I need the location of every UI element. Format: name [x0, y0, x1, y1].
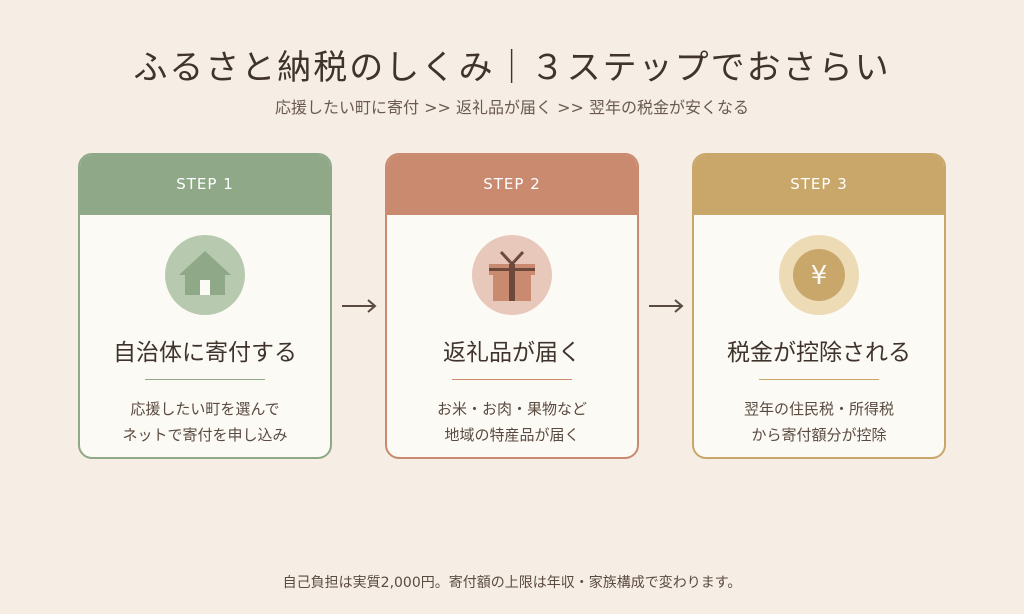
step-1-divider — [145, 379, 265, 380]
step-2-description: お米・お肉・果物など 地域の特産品が届く — [387, 396, 637, 448]
step-2-card: STEP 2 返礼品が届く お米・お肉・果物など 地域の特産品が届く — [385, 153, 639, 459]
step-2-desc-line-2: 地域の特産品が届く — [444, 426, 580, 444]
page-subtitle: 応援したい町に寄付 >> 返礼品が届く >> 翌年の税金が安くなる — [275, 98, 749, 117]
step-2-desc-line-1: お米・お肉・果物など — [436, 400, 587, 418]
house-icon — [165, 235, 245, 315]
yen-coin-icon: ¥ — [779, 235, 859, 315]
step-2-label: STEP 2 — [387, 155, 637, 215]
step-3-divider — [759, 379, 879, 380]
step-2-divider — [452, 379, 572, 380]
step-1-description: 応援したい町を選んで ネットで寄付を申し込み — [80, 396, 330, 448]
step-3-desc-line-1: 翌年の住民税・所得税 — [743, 400, 894, 418]
step-1-title: 自治体に寄付する — [113, 340, 297, 366]
arrow-right-icon — [649, 299, 684, 313]
step-3-desc-line-2: から寄付額分が控除 — [751, 426, 887, 444]
step-1-card: STEP 1 自治体に寄付する 応援したい町を選んで ネットで寄付を申し込み — [78, 153, 332, 459]
footnote: 自己負担は実質2,000円。寄付額の上限は年収・家族構成で変わります。 — [282, 575, 742, 591]
step-3-title: 税金が控除される — [727, 340, 911, 366]
step-3-description: 翌年の住民税・所得税 から寄付額分が控除 — [694, 396, 944, 448]
yen-symbol: ¥ — [811, 261, 828, 291]
step-1-desc-line-1: 応援したい町を選んで — [130, 400, 280, 418]
step-1-label: STEP 1 — [80, 155, 330, 215]
page-title: ふるさと納税のしくみ｜３ステップでおさらい — [133, 48, 891, 88]
gift-icon — [472, 235, 552, 315]
arrow-right-icon — [342, 299, 377, 313]
step-3-card: STEP 3 ¥ 税金が控除される 翌年の住民税・所得税 から寄付額分が控除 — [692, 153, 946, 459]
step-2-title: 返礼品が届く — [443, 340, 581, 366]
step-1-desc-line-2: ネットで寄付を申し込み — [122, 426, 288, 444]
step-3-label: STEP 3 — [694, 155, 944, 215]
